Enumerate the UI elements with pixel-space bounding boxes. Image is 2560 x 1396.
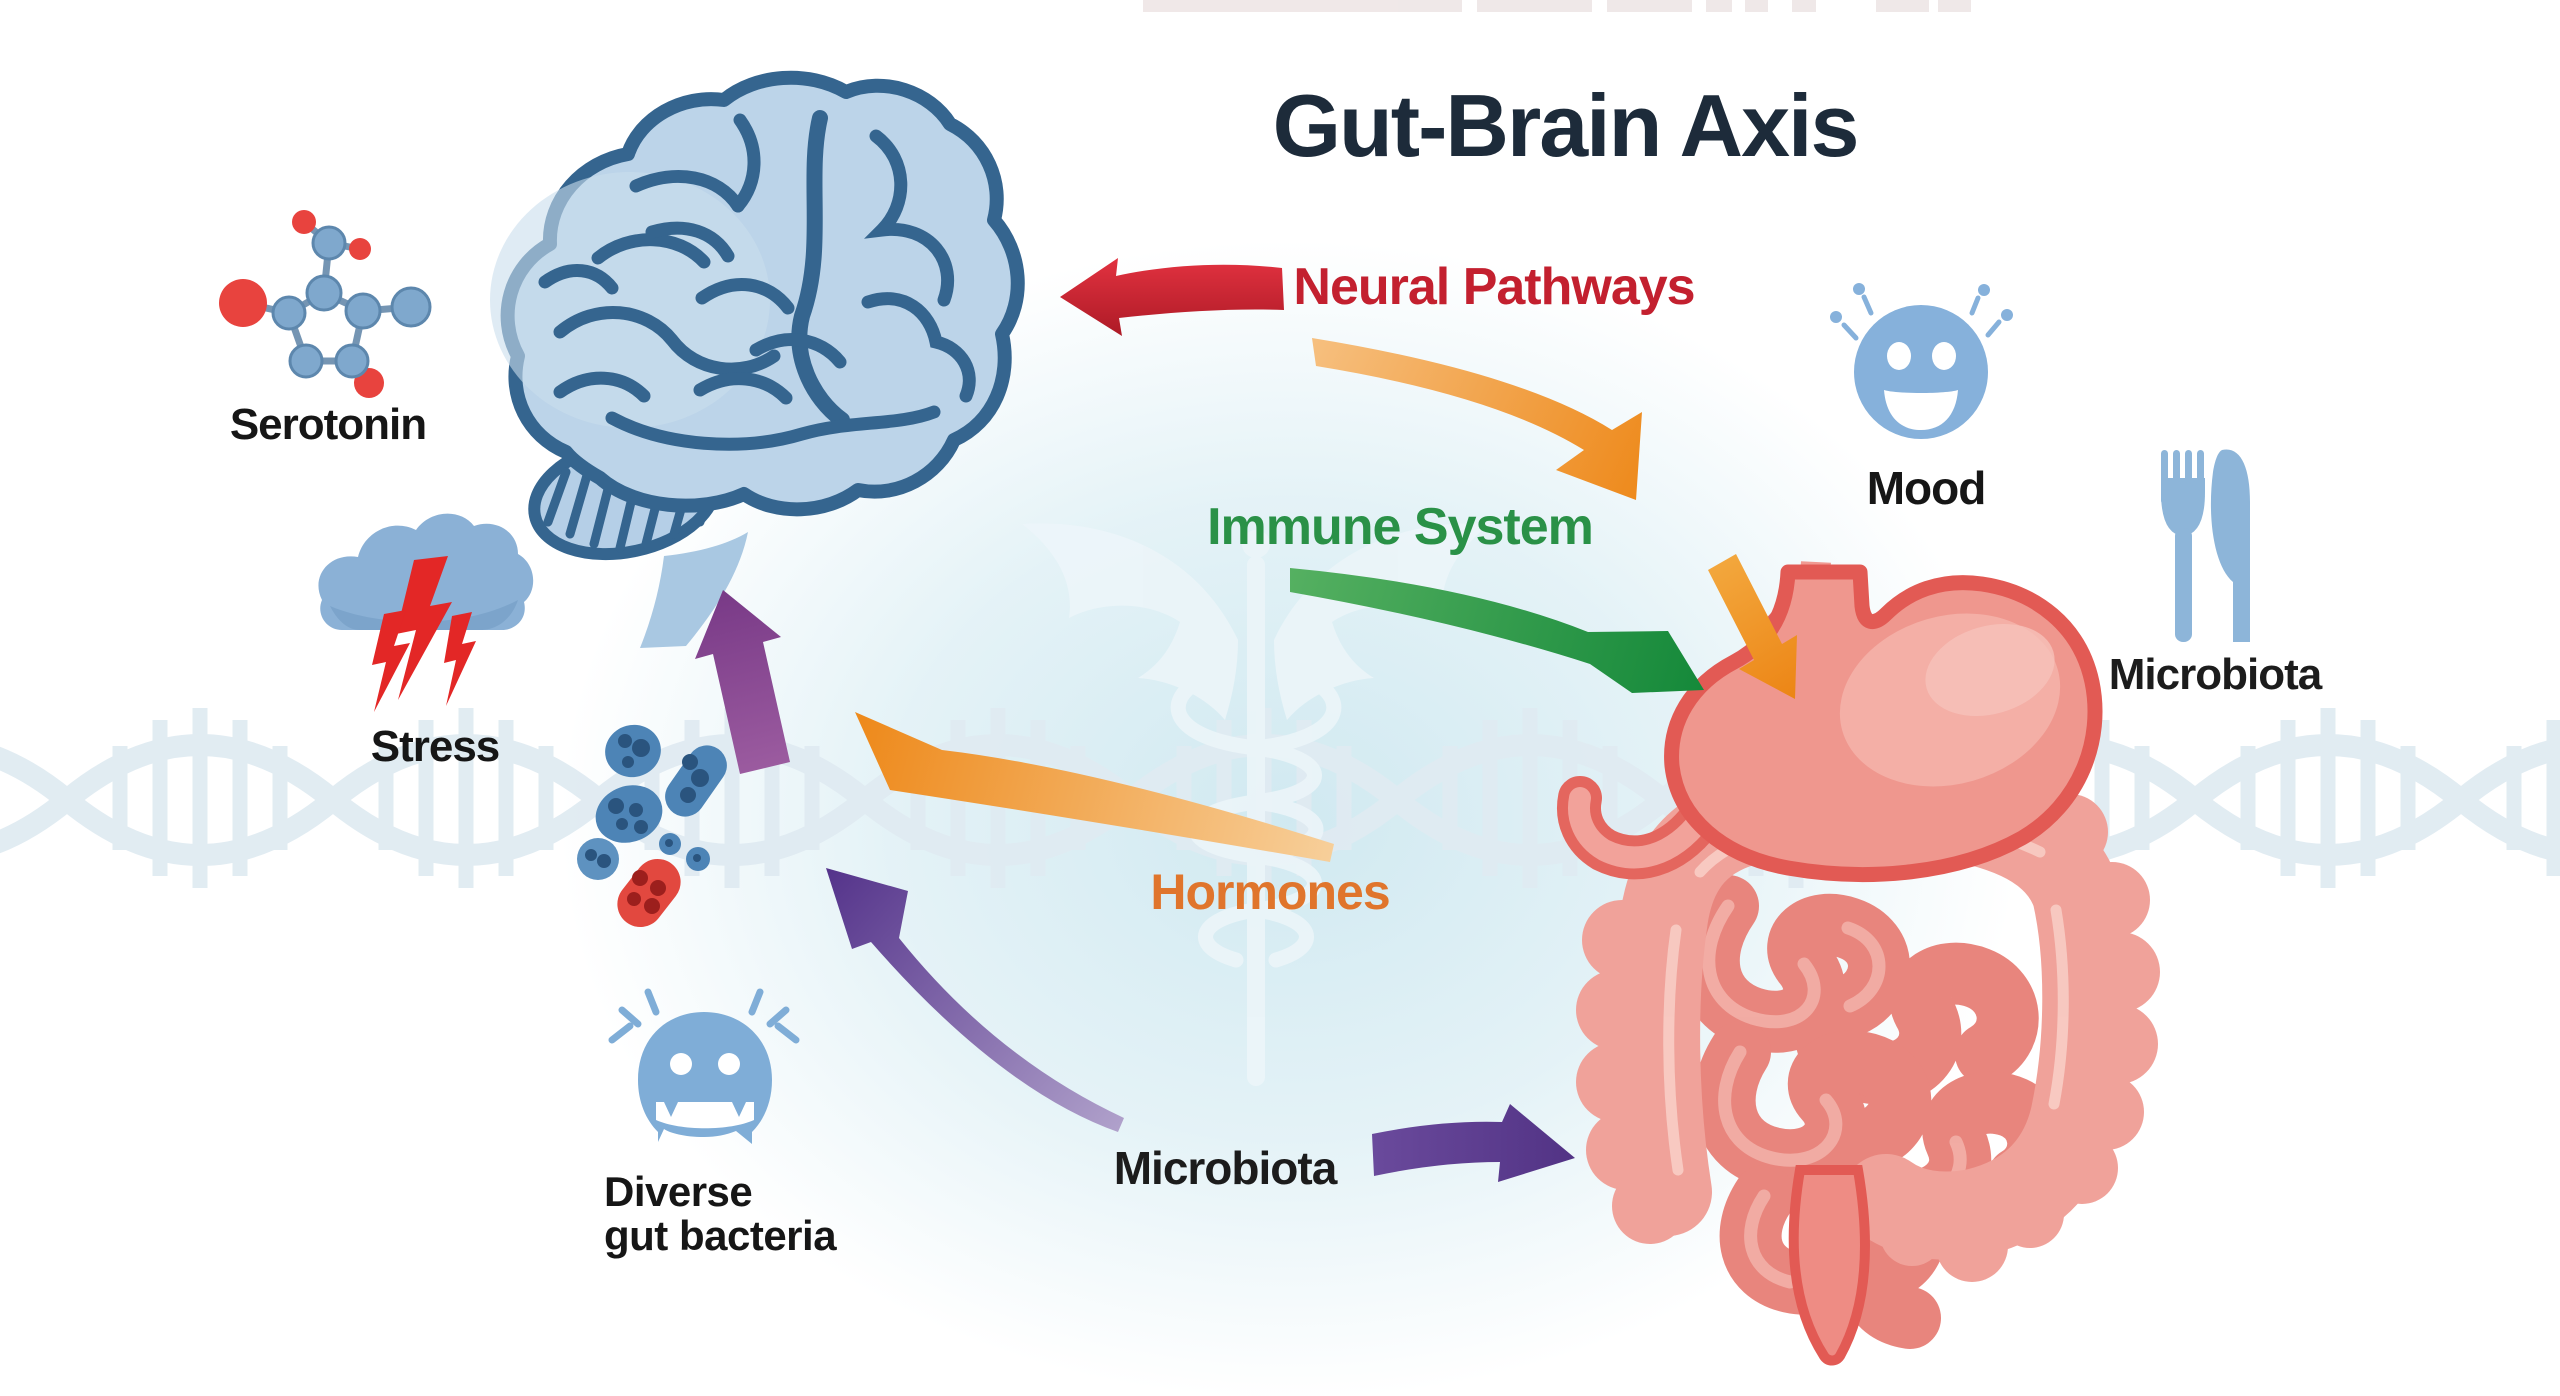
neural-pathways-arrow	[1060, 258, 1284, 336]
brain-illustration	[490, 70, 1025, 648]
bacteria-to-brain-arrow	[695, 590, 790, 774]
stress-cloud-icon	[318, 513, 534, 712]
immune-system-arrow	[1290, 568, 1704, 693]
diverse-line1: Diverse	[604, 1168, 753, 1215]
diverse-line2: gut bacteria	[604, 1212, 837, 1260]
microbiota-lower-label: Microbiota	[1113, 1142, 1338, 1194]
immune-system-label: Immune System	[1207, 498, 1594, 556]
microbiota-up-arrow	[826, 868, 1124, 1132]
microbiota-to-gut-arrow	[1372, 1104, 1575, 1182]
top-cropped-strip	[1143, 0, 1971, 12]
microbiota-right-label: Microbiota	[2108, 650, 2322, 699]
brain-gyri	[538, 110, 976, 451]
serotonin-molecule-icon	[219, 210, 432, 398]
brainstem	[640, 532, 748, 648]
brain-to-gut-arrow	[1312, 338, 1642, 500]
page-title: Gut-Brain Axis	[1272, 76, 1860, 175]
gut-bacteria-cluster-icon	[577, 724, 727, 928]
diverse-gut-bacteria-label: Diverse gut bacteria	[604, 1168, 837, 1260]
knife	[2210, 449, 2250, 642]
serotonin-label: Serotonin	[229, 400, 427, 449]
mood-smiley-icon	[1830, 283, 2013, 439]
alert-spikes	[608, 988, 800, 1044]
rectum	[1788, 1165, 1870, 1366]
hormones-label: Hormones	[1150, 864, 1390, 920]
gut-bacteria-monster-icon	[608, 988, 800, 1144]
gut-illustration	[1557, 560, 2160, 1366]
stomach-arrow	[1708, 554, 1797, 699]
neural-pathways-label: Neural Pathways	[1293, 258, 1695, 316]
duodenum	[1557, 776, 1722, 880]
fork-and-knife-icon	[2161, 449, 2250, 642]
fork	[2161, 450, 2205, 642]
mood-label: Mood	[1866, 462, 1987, 514]
hormones-arrow	[855, 712, 1334, 862]
arrows	[695, 258, 1797, 1182]
stress-label: Stress	[370, 722, 501, 771]
lightning-bolts	[372, 556, 476, 712]
